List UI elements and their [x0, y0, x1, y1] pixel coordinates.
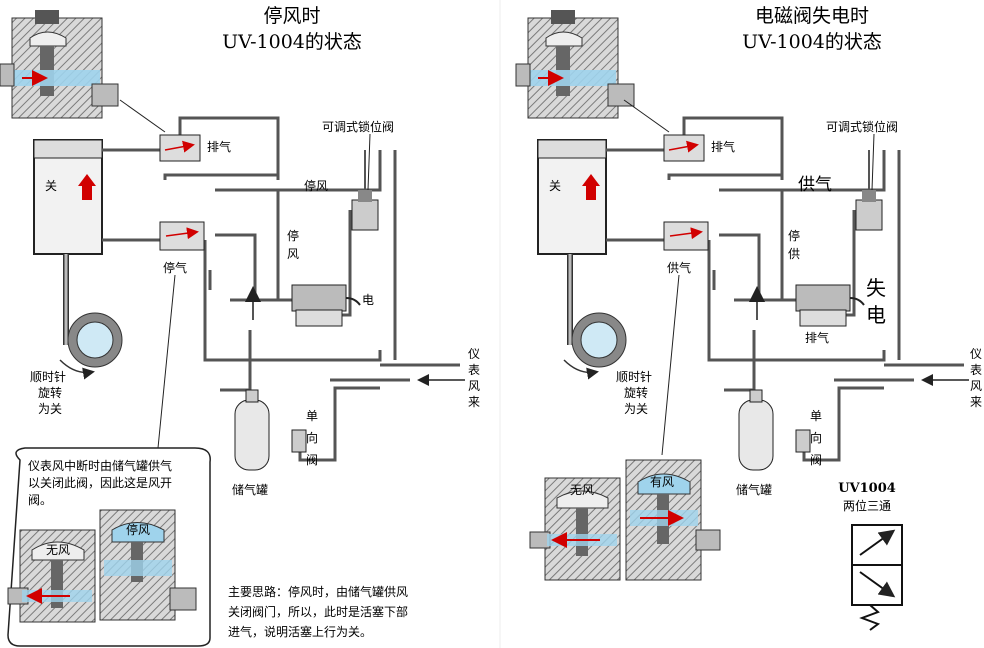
right-top-valve-cutaway: [515, 10, 635, 119]
left-solenoid: [291, 284, 361, 327]
right-air-3: 风: [970, 379, 982, 393]
left-note-valve-2: [99, 509, 197, 621]
right-vertical-label-2: 供: [788, 247, 800, 261]
left-actuator: 关: [33, 139, 103, 345]
left-gear: [59, 312, 123, 380]
right-lower-valve-1-label: 无风: [570, 483, 594, 497]
left-idea-line1: 主要思路：停风时，由储气罐供风: [228, 584, 408, 599]
left-check-valve: [291, 429, 307, 453]
right-tank: [738, 389, 774, 471]
left-top-valve-cutaway: [0, 10, 119, 119]
left-air-1: 仪: [468, 347, 480, 361]
right-actuator: 关: [537, 139, 607, 345]
right-tank-label: 储气罐: [736, 482, 772, 497]
left-lower-valve-label: 停气: [163, 260, 187, 275]
right-check-2: 向: [810, 430, 822, 445]
right-exhaust-valve: [663, 134, 705, 162]
right-gear: [563, 312, 627, 380]
right-lower-valve-2: [625, 459, 721, 581]
left-supply-line-label: 停风: [304, 178, 328, 193]
right-title-line2: UV-1004的状态: [742, 31, 882, 53]
right-rotate-2: 旋转: [624, 385, 648, 400]
right-check-1: 单: [810, 409, 822, 423]
right-air-2: 表: [970, 363, 982, 377]
left-pos-valve-label: 可调式锁位阀: [322, 119, 394, 134]
right-lower-valve-2-label: 有风: [650, 475, 674, 489]
right-air-4: 来: [970, 395, 982, 409]
left-check-3: 阀: [306, 453, 318, 467]
right-valve-symbol: [851, 524, 903, 631]
right-solenoid-label-1: 失: [866, 276, 886, 300]
right-solenoid: [795, 284, 865, 327]
left-note-valve-1: [7, 529, 96, 623]
left-idea-line2: 关闭阀门，所以，此时是活塞下部: [228, 604, 408, 619]
right-check-valve: [795, 429, 811, 453]
right-title-line1: 电磁阀失电时: [755, 5, 869, 27]
left-positioner-valve: [351, 150, 379, 231]
left-check-1: 单: [306, 409, 318, 423]
left-solenoid-label: 电: [362, 293, 374, 307]
left-vertical-label-2: 风: [287, 247, 299, 261]
left-air-3: 风: [468, 379, 480, 393]
left-note-valve-2-label: 停风: [126, 522, 150, 537]
left-panel: 停风时 UV-1004的状态 关 顺时: [0, 5, 480, 647]
right-lower-valve-1: [529, 477, 621, 581]
left-rotate-3: 为关: [38, 402, 62, 416]
right-solenoid-exhaust: 排气: [805, 330, 829, 345]
left-title-line2: UV-1004的状态: [222, 31, 362, 53]
right-supply-line-label: 供气: [798, 175, 832, 195]
right-air-1: 仪: [970, 347, 982, 361]
right-pipes: [606, 116, 964, 462]
right-positioner-valve: [855, 150, 883, 231]
right-exhaust-label: 排气: [711, 139, 735, 154]
left-title-line1: 停风时: [263, 5, 320, 27]
right-check-3: 阀: [810, 453, 822, 467]
left-exhaust-label: 排气: [207, 139, 231, 154]
left-rotate-1: 顺时针: [30, 369, 66, 384]
left-rotate-2: 旋转: [38, 385, 62, 400]
right-pos-valve-label: 可调式锁位阀: [826, 119, 898, 134]
left-idea-line3: 进气，说明活塞上行为关。: [228, 624, 372, 639]
left-note-line3: 阀。: [28, 493, 52, 507]
right-actuator-label: 关: [549, 179, 561, 193]
left-vertical-label-1: 停: [287, 228, 299, 243]
left-note-line2: 以关闭此阀，因此这是风开: [28, 475, 172, 490]
left-tank: [234, 389, 270, 471]
left-tank-label: 储气罐: [232, 482, 268, 497]
left-actuator-label: 关: [45, 179, 57, 193]
right-solenoid-label-2: 电: [866, 303, 886, 327]
left-check-2: 向: [306, 430, 318, 445]
left-exhaust-valve: [159, 134, 201, 162]
right-vertical-label-1: 停: [788, 228, 800, 243]
right-rotate-3: 为关: [624, 402, 648, 416]
right-symbol-subtitle: 两位三通: [843, 498, 891, 513]
left-air-2: 表: [468, 363, 480, 377]
left-note-valve-1-label: 无风: [46, 543, 70, 557]
right-lower-valve-label: 供气: [667, 260, 691, 275]
right-panel: 电磁阀失电时 UV-1004的状态 关 顺时针 旋转: [515, 5, 982, 631]
left-pipes: [102, 116, 460, 462]
right-rotate-1: 顺时针: [616, 369, 652, 384]
right-symbol-title: UV1004: [838, 481, 896, 496]
left-air-4: 来: [468, 395, 480, 409]
left-note-line1: 仪表风中断时由储气罐供气: [28, 458, 172, 473]
